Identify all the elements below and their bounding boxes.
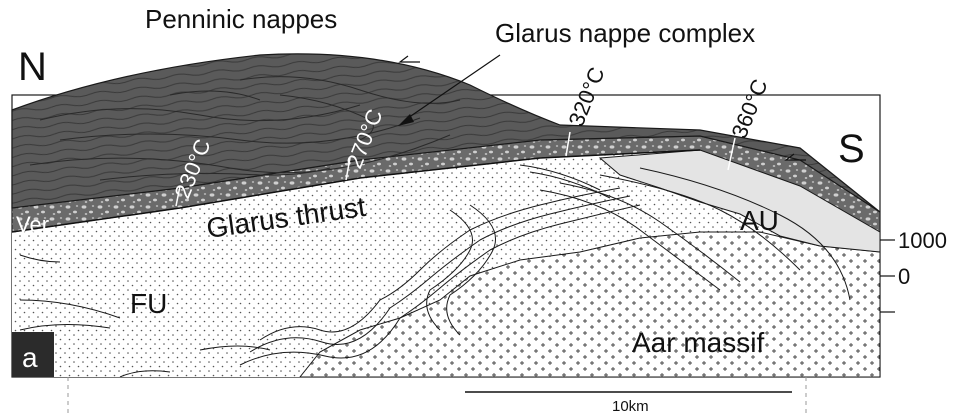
isotherm-360-label: 360°C xyxy=(726,75,772,141)
dashed-guides xyxy=(68,377,806,413)
isotherm-320-label: 320°C xyxy=(563,63,609,129)
south-label: S xyxy=(838,127,865,171)
au-label: AU xyxy=(740,205,779,236)
ver-label: Ver xyxy=(16,212,49,237)
glarus-nappe-complex-label: Glarus nappe complex xyxy=(495,18,755,48)
elevation-1000-label: 1000 xyxy=(898,228,947,253)
scale-bar-label: 10km xyxy=(612,398,649,415)
penninic-nappes-label: Penninic nappes xyxy=(145,4,337,34)
panel-label: a xyxy=(22,342,38,373)
aar-massif-label: Aar massif xyxy=(632,327,764,358)
fu-label: FU xyxy=(130,288,167,319)
elevation-tick-marks xyxy=(880,240,895,312)
north-label: N xyxy=(18,45,47,89)
elevation-0-label: 0 xyxy=(898,264,910,289)
